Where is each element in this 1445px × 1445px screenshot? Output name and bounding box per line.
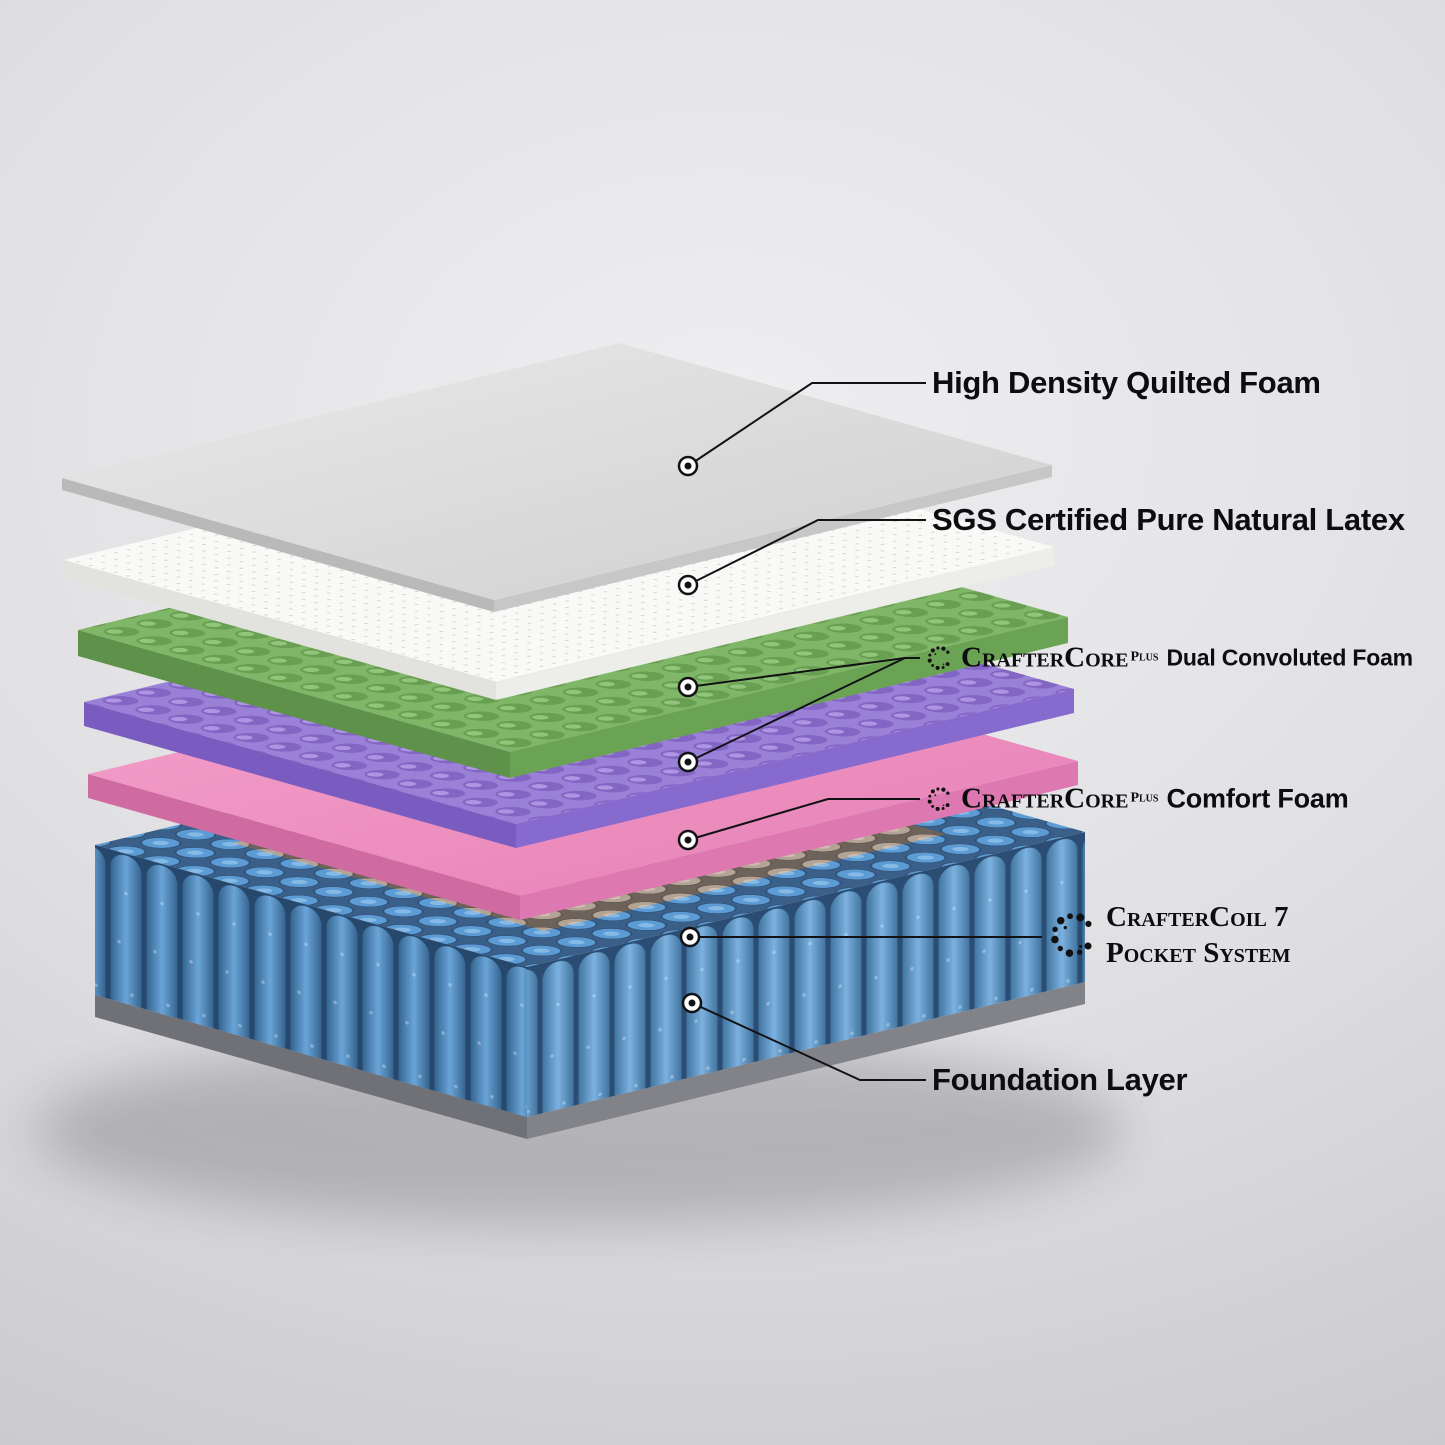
callout-line-convoluted-purple xyxy=(687,657,906,763)
pink-front-face xyxy=(88,774,520,920)
label-comfort-foam-text: Comfort Foam xyxy=(1166,783,1349,814)
callout-dot-quilted xyxy=(677,455,699,477)
craftercoil-logo-icon xyxy=(1048,910,1098,960)
label-pocket-coil-system: CrafterCoil 7 Pocket System xyxy=(1048,899,1290,972)
coil-side-face xyxy=(527,832,1085,1117)
green-front-face xyxy=(78,630,510,778)
latex-front-face xyxy=(64,560,496,700)
callout-dots xyxy=(677,455,703,1014)
callout-line-comfort xyxy=(687,798,920,841)
callout-dot-latex xyxy=(677,574,699,596)
latex-side-face xyxy=(496,547,1054,700)
pink-side-face xyxy=(520,761,1078,920)
callout-dot-comfort xyxy=(677,829,699,851)
quilted-front-face xyxy=(62,478,494,612)
label-pocket-coil-text: CrafterCoil 7 Pocket System xyxy=(1106,899,1290,972)
craftercore-logo-icon xyxy=(926,786,953,813)
label-latex: SGS Certified Pure Natural Latex xyxy=(932,502,1405,538)
label-convoluted-foam-text: Dual Convoluted Foam xyxy=(1166,644,1413,671)
callout-line-foundation xyxy=(691,1002,926,1081)
label-quilted-foam-text: High Density Quilted Foam xyxy=(932,365,1321,400)
callout-dot-convoluted-green xyxy=(677,676,699,698)
coil-front-face xyxy=(95,845,527,1117)
foundation-side-face xyxy=(527,982,1085,1139)
callout-line-quilted xyxy=(687,382,926,467)
layer-quilted-foam xyxy=(62,343,1052,612)
floor-shadow xyxy=(35,1035,1125,1225)
callout-lines xyxy=(687,382,1042,1081)
foundation-front-face xyxy=(95,995,527,1139)
callout-line-latex xyxy=(687,519,926,586)
label-quilted-foam: High Density Quilted Foam xyxy=(932,365,1321,401)
callout-dot-coil xyxy=(679,926,701,948)
callout-dot-foundation xyxy=(681,992,703,1014)
quilted-top-face xyxy=(62,343,1052,600)
label-foundation-layer: Foundation Layer xyxy=(932,1062,1188,1098)
callout-dot-convoluted-purple xyxy=(677,751,699,773)
label-foundation-text: Foundation Layer xyxy=(932,1062,1188,1097)
brand-plus-superscript: Plus xyxy=(1130,649,1159,665)
layer-foundation xyxy=(95,982,1085,1139)
purple-front-face xyxy=(84,702,516,848)
green-side-face xyxy=(510,617,1068,778)
craftercore-logo-icon xyxy=(926,645,953,672)
label-coil-line2: Pocket System xyxy=(1106,937,1291,969)
label-latex-text: SGS Certified Pure Natural Latex xyxy=(932,502,1405,537)
label-coil-line1: CrafterCoil 7 xyxy=(1106,900,1289,933)
quilted-side-face xyxy=(494,465,1052,612)
purple-side-face xyxy=(516,689,1074,848)
brand-plus-superscript: Plus xyxy=(1130,790,1159,806)
